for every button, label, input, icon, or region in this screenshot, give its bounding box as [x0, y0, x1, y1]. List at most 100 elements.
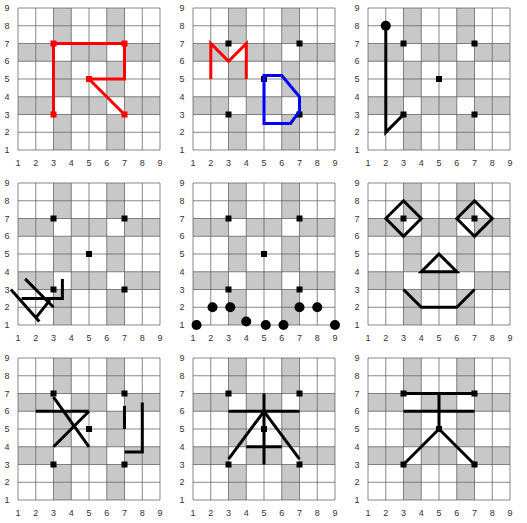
x-axis-number: 2 [383, 158, 388, 168]
grid-line [281, 358, 282, 500]
grid-line [18, 236, 160, 237]
x-axis-number: 3 [51, 333, 56, 343]
x-axis-number: 5 [436, 333, 441, 343]
point-marker [436, 76, 442, 82]
grid-line [335, 8, 336, 150]
grid-shade [421, 447, 439, 465]
x-axis-number: 1 [365, 158, 370, 168]
y-axis-number: 9 [179, 3, 184, 13]
y-axis-number: 4 [4, 442, 9, 452]
x-axis-number: 6 [454, 158, 459, 168]
grid-shade [246, 394, 264, 412]
y-axis-number: 3 [179, 110, 184, 120]
grid-line [456, 183, 457, 325]
y-axis-number: 3 [354, 285, 359, 295]
y-axis-number: 3 [4, 285, 9, 295]
y-axis-number: 9 [354, 3, 359, 13]
grid-line [368, 358, 510, 359]
grid-shade [282, 8, 300, 26]
stroke-line [211, 44, 247, 80]
point-marker [401, 462, 407, 468]
y-axis-number: 4 [179, 442, 184, 452]
x-axis-number: 6 [454, 333, 459, 343]
grid-shade [404, 411, 422, 429]
y-axis-number: 1 [179, 145, 184, 155]
stroke-line [246, 445, 281, 448]
x-axis-number: 9 [507, 508, 512, 518]
stroke-line [438, 394, 441, 430]
grid-shade [457, 429, 475, 447]
grid-shade [368, 447, 386, 465]
y-axis-number: 4 [354, 442, 359, 452]
point-marker [51, 391, 57, 397]
x-axis-number: 9 [507, 158, 512, 168]
stroke-line [263, 394, 266, 465]
point-marker [472, 216, 478, 222]
grid-line [18, 61, 160, 62]
grid-shade [457, 358, 475, 376]
x-axis-number: 8 [140, 508, 145, 518]
grid-line [317, 358, 318, 500]
grid-line [492, 183, 493, 325]
grid-shade [439, 97, 457, 115]
grid-shade [193, 447, 211, 465]
x-axis-number: 4 [419, 158, 424, 168]
grid-line [281, 8, 282, 150]
x-axis-number: 1 [190, 333, 195, 343]
grid-shade [246, 447, 264, 465]
y-axis-number: 4 [354, 267, 359, 277]
x-axis-number: 8 [140, 158, 145, 168]
y-axis-number: 1 [179, 320, 184, 330]
grid-line [299, 358, 300, 500]
grid-shade [404, 61, 422, 79]
x-axis-number: 6 [454, 508, 459, 518]
grid-shade [475, 272, 493, 290]
grid-line [264, 358, 265, 500]
grid-shade [421, 44, 439, 62]
y-axis-number: 3 [179, 285, 184, 295]
y-axis-number: 9 [4, 353, 9, 363]
grid-shade [404, 8, 422, 26]
grid-line [299, 8, 300, 150]
stroke-line [264, 76, 300, 124]
grid-shade [229, 8, 247, 26]
grid-shade [246, 44, 264, 62]
grid-shade [54, 183, 72, 201]
x-axis-number: 5 [86, 333, 91, 343]
grid-shade [457, 79, 475, 97]
x-axis-number: 2 [208, 333, 213, 343]
x-axis-number: 1 [15, 333, 20, 343]
y-axis-number: 3 [354, 460, 359, 470]
point-marker [401, 41, 407, 47]
y-axis-number: 5 [179, 74, 184, 84]
grid-shade [71, 394, 89, 412]
grid-line [18, 375, 160, 376]
grid-shade [107, 183, 125, 201]
grid-shade [107, 429, 125, 447]
point-marker [51, 112, 57, 118]
x-axis-number: 7 [472, 333, 477, 343]
grid-shade [54, 358, 72, 376]
grid-line [193, 8, 335, 9]
y-axis-number: 3 [354, 110, 359, 120]
grid-shade [107, 79, 125, 97]
y-axis-number: 6 [354, 231, 359, 241]
x-axis-number: 5 [261, 508, 266, 518]
grid-line [368, 8, 510, 9]
y-axis-number: 1 [179, 495, 184, 505]
stroke-line [229, 411, 265, 459]
y-axis-number: 6 [4, 231, 9, 241]
grid-line [18, 25, 160, 26]
grid-shade [439, 447, 457, 465]
x-axis-number: 2 [208, 508, 213, 518]
x-axis-number: 7 [297, 333, 302, 343]
y-axis-number: 8 [179, 371, 184, 381]
grid-line [193, 375, 335, 376]
grid-shade [229, 254, 247, 272]
point-marker [226, 112, 232, 118]
point-marker [297, 287, 303, 293]
grid-shade [193, 394, 211, 412]
x-axis-number: 8 [140, 333, 145, 343]
grid-line [510, 183, 511, 325]
